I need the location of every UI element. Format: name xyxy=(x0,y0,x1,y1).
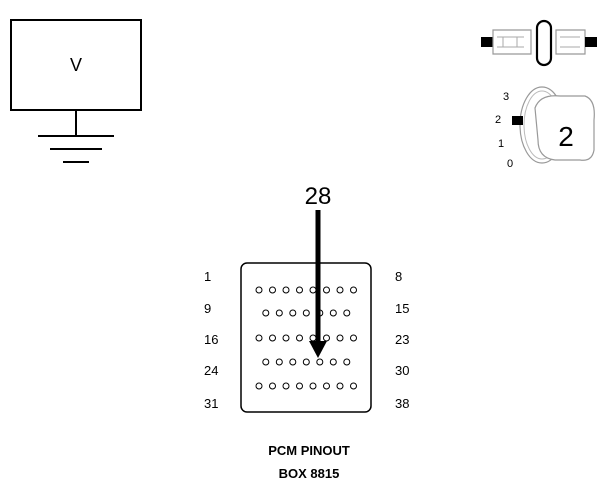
pin-hole xyxy=(302,358,310,366)
ground-icon xyxy=(38,135,114,163)
voltmeter: V xyxy=(10,19,142,163)
pin-hole xyxy=(262,358,270,366)
row-3-end-label: 23 xyxy=(395,332,409,347)
pin-hole xyxy=(296,286,303,294)
pin-hole xyxy=(255,334,263,342)
pin-hole xyxy=(289,358,297,366)
caption-subtitle: BOX 8815 xyxy=(279,466,340,481)
pin-hole xyxy=(323,334,330,342)
probe-arrow: 28 xyxy=(305,183,332,358)
pin-hole xyxy=(269,382,276,390)
pin-hole xyxy=(282,382,290,390)
pin-hole xyxy=(262,309,270,317)
pin-hole xyxy=(323,286,330,294)
pin-hole xyxy=(350,334,357,342)
selector-position-3: 3 xyxy=(503,91,509,103)
selector-position-0: 0 xyxy=(507,158,513,170)
selector-setting: 2 xyxy=(558,121,574,152)
pin-hole xyxy=(269,286,276,294)
pin-hole xyxy=(343,358,351,366)
pin-hole xyxy=(343,309,351,317)
connector-body xyxy=(240,262,372,413)
connector-plug-icon xyxy=(481,19,597,67)
row-4-start-label: 24 xyxy=(204,363,218,378)
pin-hole xyxy=(329,309,337,317)
caption-title: PCM PINOUT xyxy=(268,443,350,458)
selector-position-1: 1 xyxy=(498,138,504,150)
pin-hole xyxy=(309,382,317,390)
row-2-end-label: 15 xyxy=(395,301,409,316)
pin-holes xyxy=(255,286,357,390)
voltmeter-symbol: V xyxy=(70,55,82,75)
row-1-end-label: 8 xyxy=(395,269,402,284)
pin-hole xyxy=(336,382,344,390)
pin-hole xyxy=(316,358,324,366)
pin-hole xyxy=(255,382,263,390)
pin-hole xyxy=(350,286,357,294)
row-3-start-label: 16 xyxy=(204,332,218,347)
row-1-start-label: 1 xyxy=(204,269,211,284)
selector-knob-icon: 3 2 1 0 2 xyxy=(495,86,595,170)
pin-hole xyxy=(275,358,283,366)
voltmeter-box xyxy=(10,19,142,111)
pin-hole xyxy=(336,334,344,342)
pin-hole xyxy=(282,286,290,294)
pin-hole xyxy=(255,286,263,294)
row-2-start-label: 9 xyxy=(204,301,211,316)
pin-hole xyxy=(296,334,303,342)
pin-hole xyxy=(289,309,297,317)
pin-hole xyxy=(309,286,317,294)
pin-hole xyxy=(323,382,330,390)
probe-pin-label: 28 xyxy=(305,183,332,210)
pin-hole xyxy=(282,334,290,342)
pin-hole xyxy=(302,309,310,317)
pin-hole xyxy=(269,334,276,342)
pin-hole xyxy=(309,334,317,342)
row-5-start-label: 31 xyxy=(204,396,218,411)
pin-hole xyxy=(296,382,303,390)
arrow-head-icon xyxy=(309,341,327,358)
selector-pointer xyxy=(512,116,523,125)
row-4-end-label: 30 xyxy=(395,363,409,378)
pin-hole xyxy=(350,382,357,390)
selector-position-2: 2 xyxy=(495,114,501,126)
pin-hole xyxy=(275,309,283,317)
pin-hole xyxy=(336,286,344,294)
pin-hole xyxy=(329,358,337,366)
row-5-end-label: 38 xyxy=(395,396,409,411)
